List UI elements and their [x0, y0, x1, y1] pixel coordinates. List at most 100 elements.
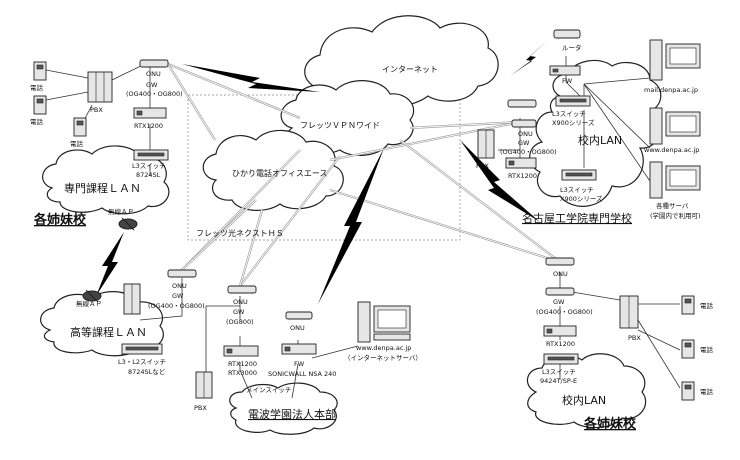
rtx1200-nagoya-label: RTX1200	[508, 172, 537, 180]
onu-hq	[227, 285, 257, 294]
optical-links	[167, 62, 561, 287]
rtx1200-right-label: RTX1200	[546, 340, 575, 348]
wireless-bolt-nagoya	[460, 140, 540, 222]
gw-nagoya-label: GW	[518, 139, 530, 147]
l3-switch-left-label: L3スイッチ	[132, 162, 166, 170]
l3-x900-nagoya-a	[555, 95, 591, 107]
onu-right	[545, 257, 575, 266]
l3-switch-right	[543, 353, 579, 365]
web-server-icon	[357, 301, 411, 343]
gw-nagoya-model: (OG400・OG800)	[500, 148, 557, 156]
onu-left-label: ONU	[146, 70, 161, 78]
phone-left-3-label: 電話	[70, 139, 84, 148]
onu-left	[139, 59, 169, 68]
rtx1200-right	[543, 325, 577, 337]
koutou-lan-label: 高等課程ＬＡＮ	[70, 325, 147, 339]
l3-x900-a-model: X900シリーズ	[552, 118, 595, 127]
rtx1200-hq-label: RTX1200	[228, 360, 257, 368]
l3-l2-switch-label: L3・L2スイッチ	[118, 358, 166, 366]
wireless-bolt-router	[510, 40, 548, 76]
l3-l2-switch-koutou	[121, 343, 163, 355]
l3-x900-a-label: L3スイッチ	[552, 110, 586, 118]
phone-right-2-label: 電話	[700, 345, 714, 354]
onu-nagoya-label: ONU	[518, 130, 533, 138]
phone-right-3	[681, 381, 695, 401]
gw-right-model: (OG400・OG800)	[536, 308, 593, 316]
phone-left-3	[73, 117, 87, 137]
pbx-hq-label: PBX	[194, 404, 207, 412]
web-server-host: www.denpa.ac.jp	[356, 344, 411, 352]
router-label: ルータ	[562, 43, 582, 52]
gw-left-label: GW	[146, 81, 158, 89]
phone-left-2-label: 電話	[30, 117, 44, 126]
wireless-ap-bottom-icon	[82, 289, 102, 303]
www-server-icon	[649, 107, 701, 145]
flets-vpn-label: フレッツＶＰＮワイド	[300, 121, 380, 130]
wired-links	[45, 56, 681, 399]
phone-right-3-label: 電話	[700, 387, 714, 396]
gw-hq-label: GW	[233, 308, 245, 316]
fw-hq-label: FW	[294, 360, 305, 368]
denpa-hq-cloud	[229, 382, 338, 435]
l3-x900-nagoya-b	[561, 169, 597, 181]
fw-hq	[281, 343, 317, 355]
gw-right-device	[545, 287, 575, 296]
mail-server-host: mail.denpa.ac.jp	[644, 86, 698, 94]
nagoya-school-label: 名古屋工学院専門学校	[522, 211, 632, 225]
gw-right-label: GW	[553, 298, 565, 306]
fw-nagoya	[549, 65, 581, 76]
senmon-lan-label: 専門課程ＬＡＮ	[64, 181, 141, 195]
mail-server-icon	[649, 39, 701, 81]
fw-nagoya-label: FW	[562, 77, 573, 85]
pbx-left-label: PBX	[90, 106, 103, 114]
pbx-koutou	[123, 283, 141, 315]
wireless-bolt-hq	[318, 148, 384, 304]
various-server-label: 各種サーバ	[656, 201, 689, 210]
www-server-host: www.denpa.ac.jp	[644, 146, 699, 154]
pbx-right-label: PBX	[628, 334, 641, 342]
sonicwall-label: SONICWALL NSA 240	[268, 370, 336, 378]
flets-next-label: フレッツ光ネクストＨＳ	[196, 228, 284, 238]
denpa-hq-label: 電波学園法人本部	[248, 407, 336, 421]
phone-right-1-label: 電話	[700, 301, 714, 310]
sister-schools-left-title: 各姉妹校	[33, 212, 87, 228]
sister-schools-right-title: 各姉妹校	[583, 416, 637, 432]
senmon-lan-cloud	[42, 145, 170, 215]
rtx1200-nagoya	[505, 157, 537, 169]
wireless-bolt-internet-left	[182, 64, 320, 92]
internet-label: インターネット	[382, 65, 438, 74]
phone-right-2	[681, 339, 695, 359]
pbx-nagoya-label: PBX	[476, 162, 489, 170]
gw-koutou-label: GW	[172, 292, 184, 300]
onu-nagoya	[507, 99, 537, 108]
l3-x900-b-model: X900シリーズ	[560, 194, 603, 203]
pbx-right	[619, 295, 639, 329]
rtx3000-hq-label: RTX3000	[228, 369, 257, 377]
pbx-nagoya	[477, 129, 495, 159]
onu-hq-label: ONU	[233, 298, 248, 306]
onu-hq-2-label: ONU	[290, 324, 305, 332]
gw-koutou-model: (OG400・OG800)	[148, 302, 205, 310]
onu-nagoya-2	[511, 119, 537, 128]
various-server-icon	[649, 161, 701, 199]
main-switch-label: メインスイッチ	[246, 386, 291, 394]
phone-left-1	[33, 61, 47, 81]
gw-hq-model: (OG800)	[226, 318, 254, 326]
l3-l2-switch-model: 8724SLなど	[128, 368, 166, 376]
pbx-left	[87, 71, 113, 103]
wireless-ap-bottom-label: 無線ＡＰ	[76, 299, 102, 308]
various-server-note: (学園内で利用可)	[650, 211, 701, 220]
wireless-ap-top-icon	[118, 217, 138, 231]
rtx1200-left-label: RTX1200	[134, 122, 163, 130]
l3-switch-left	[133, 149, 169, 161]
rtx1200-left	[133, 107, 167, 119]
kounai-lan-top-label: 校内LAN	[578, 133, 622, 147]
l3-x900-b-label: L3スイッチ	[560, 186, 594, 194]
onu-koutou-label: ONU	[172, 282, 187, 290]
onu-koutou	[167, 269, 197, 278]
rtx-hq	[223, 345, 259, 357]
l3-switch-right-model: 9424T/SP-E	[540, 377, 577, 385]
onu-hq-2	[285, 311, 313, 320]
pbx-hq	[195, 371, 213, 399]
